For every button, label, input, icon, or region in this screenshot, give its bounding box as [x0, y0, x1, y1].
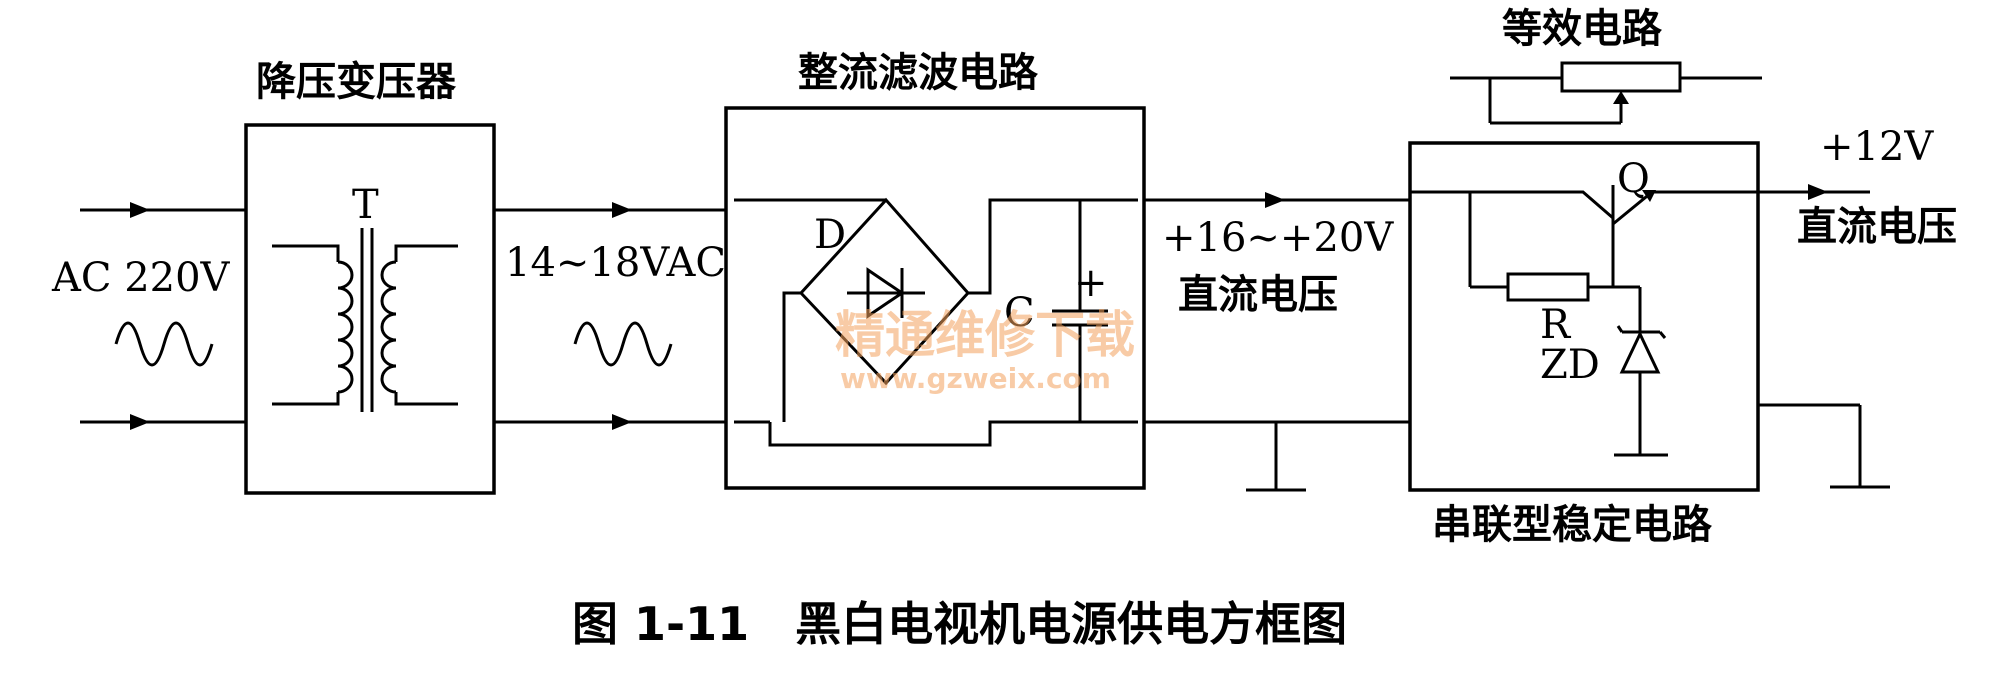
transformer-block [244, 123, 496, 495]
figure-caption: 图 1-11 黑白电视机电源供电方框图 [572, 597, 1347, 651]
watermark-cn: 精通维修下载 [835, 306, 1135, 364]
output-text: 直流电压 [1797, 204, 1957, 250]
zener-ref-label: ZD [1540, 342, 1600, 388]
series-regulator-circuit: Q R ZD [1410, 156, 1758, 457]
secondary-wires [494, 202, 726, 430]
dc-mid-voltage-label: +16~+20V [1162, 215, 1394, 261]
rectifier-block [724, 106, 1146, 490]
input-wires [80, 202, 245, 430]
rectifier-title: 整流滤波电路 [798, 50, 1039, 96]
transformer-title: 降压变压器 [256, 59, 457, 105]
ac-secondary-label: 14~18VAC [505, 240, 726, 286]
filter-capacitor: C + [1004, 200, 1108, 422]
transformer-symbol: T [272, 182, 458, 412]
equivalent-circuit [1450, 61, 1762, 125]
dc-mid-text: 直流电压 [1178, 272, 1338, 318]
output-wires [1758, 184, 1890, 489]
transformer-ref-label: T [352, 182, 379, 228]
regulator-title: 串联型稳定电路 [1432, 502, 1713, 548]
equivalent-title: 等效电路 [1502, 6, 1663, 52]
bridge-rectifier: D [734, 197, 1138, 447]
capacitor-plus-label: + [1074, 260, 1108, 306]
dc-mid-wires [1144, 192, 1410, 492]
diode-ref-label: D [814, 212, 846, 258]
transistor-ref-label: Q [1617, 156, 1650, 202]
resistor-ref-label: R [1540, 302, 1572, 348]
input-voltage-label: AC 220V [51, 255, 231, 301]
capacitor-ref-label: C [1004, 290, 1035, 336]
output-voltage-label: +12V [1820, 124, 1934, 170]
regulator-block [1408, 141, 1760, 492]
watermark-url: www.gzweix.com [840, 362, 1111, 395]
